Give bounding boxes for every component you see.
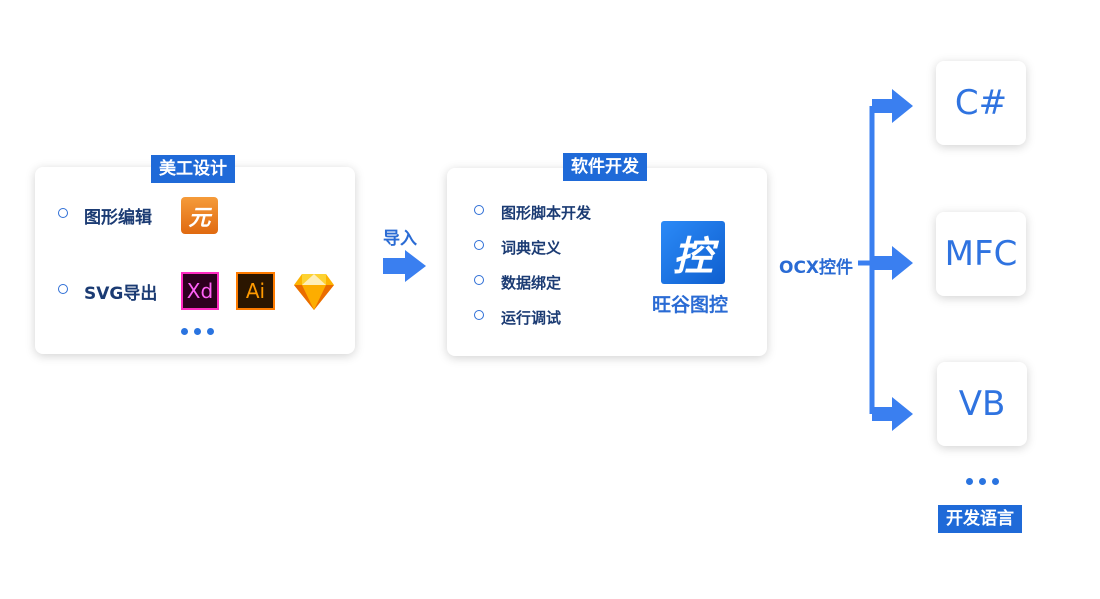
lang-card-csharp: C# — [936, 61, 1026, 145]
dev-item-dictionary: 词典定义 — [501, 239, 562, 257]
import-arrow — [383, 250, 426, 282]
dev-item-bullet — [474, 275, 484, 285]
ocx-label: OCX控件 — [779, 258, 854, 278]
design-title-tag: 美工设计 — [151, 155, 235, 183]
yuan-app-icon-text: 元 — [188, 205, 211, 231]
languages-more-dots — [966, 478, 999, 485]
product-name: 旺谷图控 — [652, 294, 729, 316]
arrow-to-mfc — [872, 246, 913, 280]
dev-item-script: 图形脚本开发 — [501, 204, 592, 222]
design-card — [35, 167, 355, 354]
design-item-svg-export: SVG导出 — [84, 284, 158, 304]
lang-card-vb: VB — [937, 362, 1027, 446]
arrow-to-csharp — [872, 89, 913, 123]
dev-item-bullet — [474, 310, 484, 320]
design-item-bullet — [58, 284, 68, 294]
import-label: 导入 — [383, 229, 417, 249]
arrow-to-vb — [872, 397, 913, 431]
lang-csharp-text: C# — [954, 83, 1008, 123]
lang-mfc-text: MFC — [944, 234, 1018, 274]
ai-icon-text: Ai — [245, 279, 266, 303]
design-item-bullet — [58, 208, 68, 218]
lang-card-mfc: MFC — [936, 212, 1026, 296]
product-logo-icon: 控 — [661, 221, 725, 284]
dev-item-debug: 运行调试 — [501, 309, 562, 327]
lang-vb-text: VB — [958, 384, 1006, 424]
design-item-graphic-edit: 图形编辑 — [84, 208, 152, 228]
xd-icon-text: Xd — [186, 279, 214, 303]
ai-icon: Ai — [236, 272, 275, 310]
product-logo-char: 控 — [673, 233, 713, 280]
languages-title-tag: 开发语言 — [938, 505, 1022, 533]
yuan-app-icon: 元 — [181, 197, 218, 234]
ocx-distribution-tree — [858, 106, 875, 414]
dev-item-binding: 数据绑定 — [501, 274, 562, 292]
dev-title-tag: 软件开发 — [563, 153, 647, 181]
design-more-dots — [181, 328, 214, 335]
sketch-icon — [294, 274, 334, 310]
xd-icon: Xd — [181, 272, 219, 310]
dev-item-bullet — [474, 205, 484, 215]
dev-item-bullet — [474, 240, 484, 250]
